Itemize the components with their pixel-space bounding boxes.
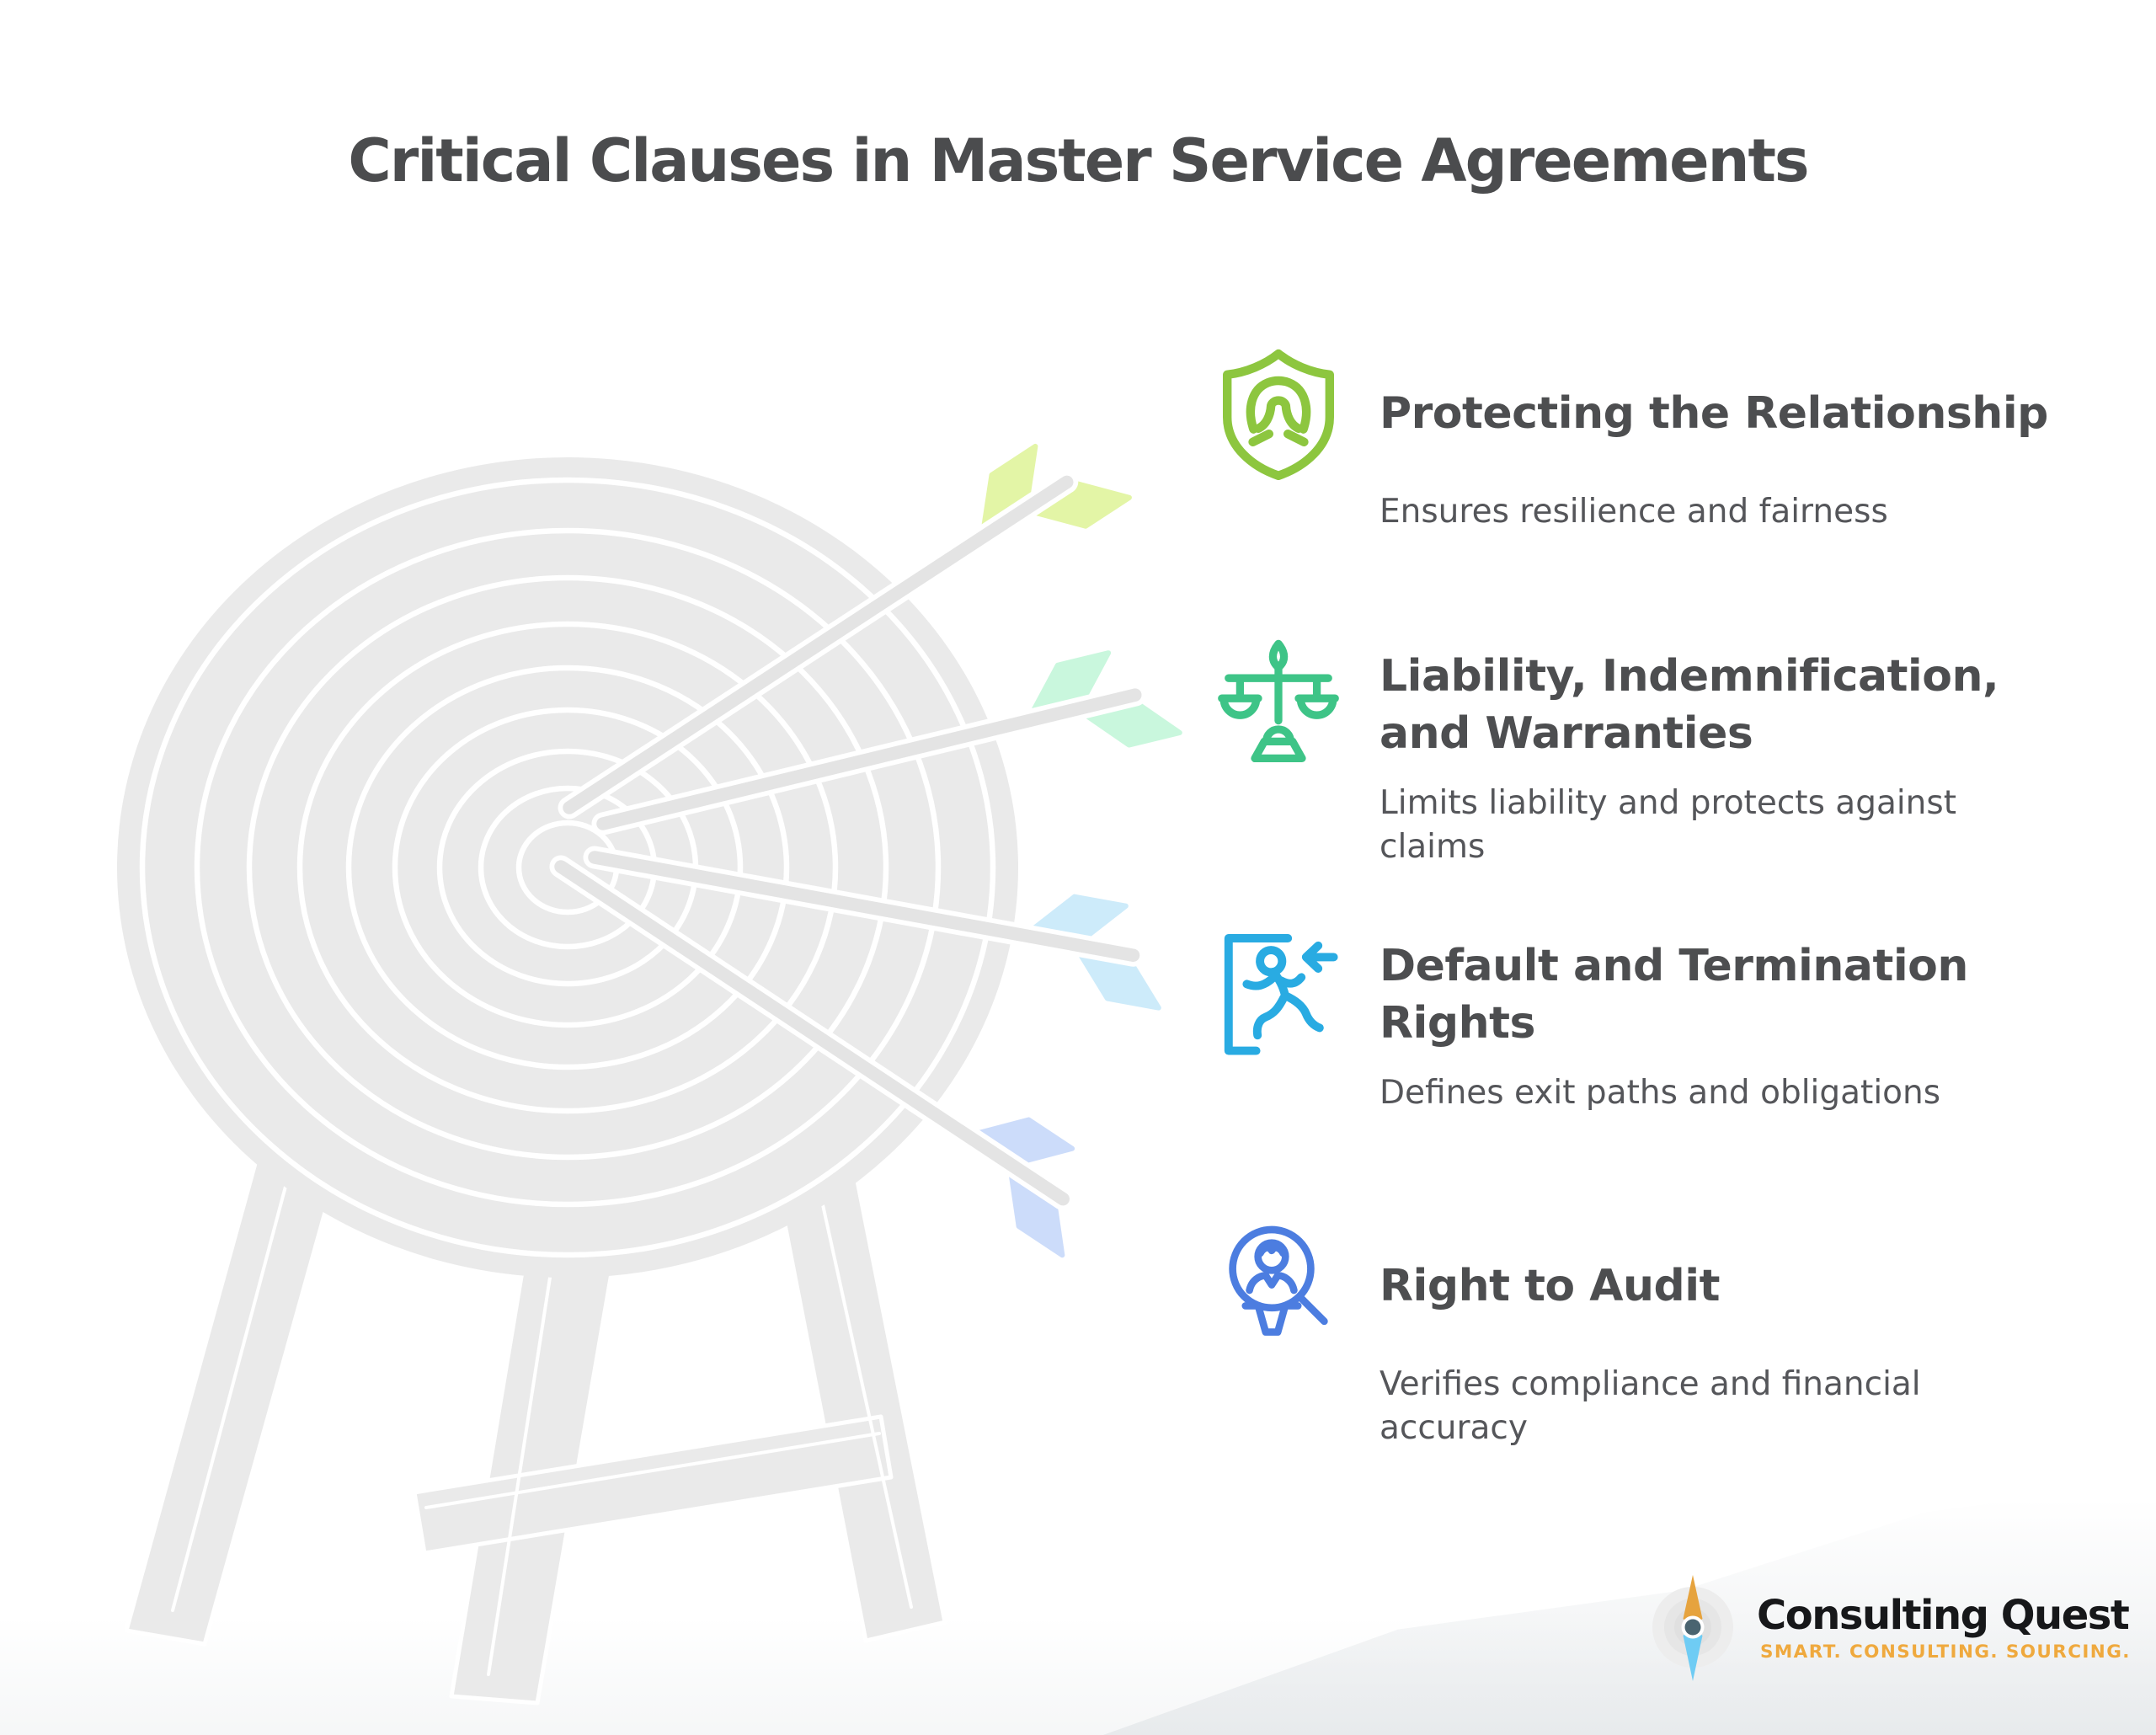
arrow-fletching [981,443,1132,531]
clause-item-protecting-relationship: Protecting the Relationship Ensures resi… [1211,347,2104,534]
stand-right-leg [771,1153,947,1643]
clause-item-title: Default and Termination Rights [1380,941,1968,1049]
stand-left-leg [124,1109,350,1647]
audit-magnifier-icon [1211,1220,1346,1354]
compass-hub [1684,1619,1701,1636]
arrow-fletching [1030,894,1161,1011]
arrow-fletching [1030,650,1182,748]
clause-item-description: Limits liability and protects against cl… [1380,784,1957,867]
consulting-quest-logo: Consulting Quest SMART. CONSULTING. SOUR… [1649,1572,2131,1686]
clause-item-description: Ensures resilience and fairness [1380,493,1888,531]
stand-middle-leg [449,1158,632,1706]
exit-door-icon [1211,928,1346,1063]
logo-tagline: SMART. CONSULTING. SOURCING. [1760,1642,2131,1663]
clause-item-default-termination: Default and Termination Rights Defines e… [1211,928,2104,1115]
logo-wordmark: Consulting Quest [1757,1592,2130,1639]
target-disc [117,457,1018,1278]
arrow-3 [583,846,1161,1011]
arrow-1 [558,443,1132,819]
arrow-fletching [974,1117,1075,1258]
clause-item-right-to-audit: Right to Audit Verifies compliance and f… [1211,1220,2104,1451]
target-rings [139,477,996,1258]
arrows [549,443,1182,1258]
scales-of-justice-icon [1211,638,1346,773]
stand-crossbar [412,1414,894,1556]
clause-item-title: Protecting the Relationship [1380,388,2048,440]
arrow-2 [591,650,1182,835]
target-stand-legs [124,1109,947,1706]
clause-item-description: Defines exit paths and obligations [1380,1074,1941,1112]
compass-icon [1649,1572,1737,1686]
page-title: Critical Clauses in Master Service Agree… [348,126,1809,195]
arrow-4 [549,855,1075,1258]
shield-person-icon [1211,347,1346,482]
clause-item-description: Verifies compliance and financial accura… [1380,1365,1921,1448]
clause-item-liability-warranties: Liability, Indemnification, and Warranti… [1211,638,2104,870]
clause-item-title: Liability, Indemnification, and Warranti… [1380,651,1999,759]
clause-item-title: Right to Audit [1380,1261,1720,1312]
